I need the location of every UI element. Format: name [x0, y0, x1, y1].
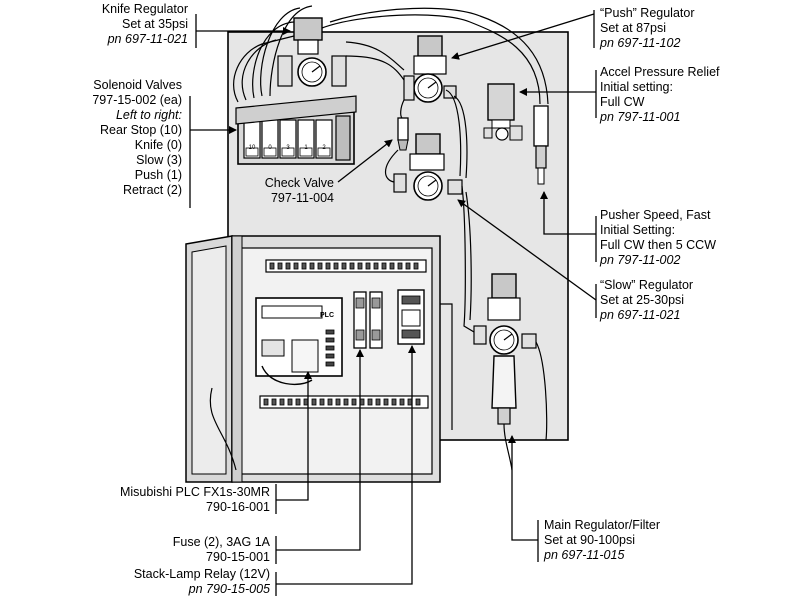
- solenoid-valve-knife: Knife (0): [134, 138, 182, 152]
- knife-regulator-title: Knife Regulator: [101, 2, 188, 16]
- check-valve-pn: 797-11-004: [270, 191, 334, 205]
- main-regulator-filter: [473, 273, 537, 425]
- slow-regulator-label: “Slow” Regulator Set at 25-30psi pn 697-…: [600, 278, 693, 323]
- knife-regulator-label: Knife Regulator Set at 35psi pn 697-11-0…: [102, 2, 188, 47]
- plc-label: Misubishi PLC FX1s-30MR 790-16-001: [120, 485, 270, 515]
- fuse-holders: [353, 291, 383, 349]
- pusher-speed-setting: Full CW then 5 CCW: [600, 238, 716, 252]
- terminal-strip-top: [265, 259, 427, 273]
- enclosure-wires: [209, 303, 453, 471]
- pusher-speed-leader: [540, 191, 596, 235]
- push-regulator-label: “Push” Regulator Set at 87psi pn 697-11-…: [600, 6, 695, 51]
- accel-relief-label: Accel Pressure Relief Initial setting: F…: [600, 65, 720, 125]
- solenoid-valve-manifold: [235, 95, 357, 165]
- solenoid-valves-order-label: Left to right:: [115, 108, 182, 122]
- slow-regulator: [393, 133, 463, 201]
- fuse-pn: 790-15-001: [206, 550, 270, 564]
- solenoid-valve-rear-stop: Rear Stop (10): [100, 123, 182, 137]
- knife-regulator-pn: pn 697-11-021: [107, 32, 188, 46]
- pusher-speed-title: Pusher Speed, Fast: [600, 208, 711, 222]
- accel-relief-pn: pn 797-11-001: [600, 110, 681, 124]
- relay-label: Stack-Lamp Relay (12V) pn 790-15-005: [134, 567, 270, 597]
- relay-title: Stack-Lamp Relay (12V): [133, 567, 270, 581]
- knife-regulator-setting: Set at 35psi: [121, 17, 188, 31]
- valve-marking-rear-stop: 10: [248, 145, 256, 151]
- plc-unit: [255, 297, 343, 386]
- check-valve-label: Check Valve 797-11-004: [265, 176, 334, 206]
- pusher-speed-setting-label: Initial Setting:: [600, 223, 676, 237]
- pusher-speed-label: Pusher Speed, Fast Initial Setting: Full…: [600, 208, 716, 268]
- slow-regulator-title: “Slow” Regulator: [600, 278, 694, 292]
- relay-pn: pn 790-15-005: [188, 582, 270, 596]
- plc-title: Misubishi PLC FX1s-30MR: [119, 485, 270, 499]
- valve-marking-slow: 3: [286, 145, 290, 151]
- solenoid-valves-label: Solenoid Valves 797-15-002 (ea) Left to …: [92, 78, 182, 198]
- check-valve-title: Check Valve: [264, 176, 334, 190]
- solenoid-valve-retract: Retract (2): [122, 183, 182, 197]
- relay-leader: [276, 345, 416, 585]
- slow-regulator-leader: [457, 199, 597, 301]
- knife-regulator: [277, 17, 347, 87]
- push-regulator: [403, 35, 457, 103]
- check-valve-leader: [337, 139, 393, 183]
- solenoid-valve-slow: Slow (3): [136, 153, 182, 167]
- main-regulator-title: Main Regulator/Filter: [544, 518, 661, 532]
- push-regulator-leader: [451, 13, 595, 60]
- push-regulator-title: “Push” Regulator: [600, 6, 695, 20]
- main-regulator-label: Main Regulator/Filter Set at 90-100psi p…: [544, 518, 660, 563]
- stack-lamp-relay: [397, 289, 425, 345]
- slow-regulator-setting: Set at 25-30psi: [600, 293, 685, 307]
- main-regulator-pn: pn 697-11-015: [544, 548, 625, 562]
- solenoid-valves-title: Solenoid Valves: [93, 78, 182, 92]
- accel-relief-setting: Full CW: [600, 95, 645, 109]
- accel-relief-title: Accel Pressure Relief: [600, 65, 720, 79]
- plc-pn: 790-16-001: [206, 500, 270, 514]
- fuse-label: Fuse (2), 3AG 1A 790-15-001: [173, 535, 270, 565]
- accel-pressure-relief: [483, 83, 523, 141]
- valve-marking-knife: 0: [268, 145, 272, 151]
- fuse-title: Fuse (2), 3AG 1A: [172, 535, 270, 549]
- plc-leader: [276, 371, 312, 501]
- pusher-speed-pn: pn 797-11-002: [600, 253, 681, 267]
- push-regulator-setting: Set at 87psi: [600, 21, 667, 35]
- slow-regulator-pn: pn 697-11-021: [600, 308, 681, 322]
- main-regulator-leader: [508, 435, 538, 541]
- main-regulator-setting: Set at 90-100psi: [544, 533, 636, 547]
- fuse-leader: [276, 349, 364, 551]
- solenoid-valve-push: Push (1): [134, 168, 182, 182]
- valve-marking-retract: 2: [322, 145, 326, 151]
- pusher-speed-valve: [533, 105, 549, 185]
- valve-marking-push: 1: [304, 145, 308, 151]
- solenoid-valves-pn: 797-15-002 (ea): [92, 93, 182, 107]
- plc-marking: PLC: [320, 312, 334, 319]
- push-regulator-pn: pn 697-11-102: [600, 36, 681, 50]
- terminal-strip-bottom: [259, 395, 429, 409]
- accel-relief-setting-label: Initial setting:: [600, 80, 673, 94]
- check-valve: [397, 117, 409, 151]
